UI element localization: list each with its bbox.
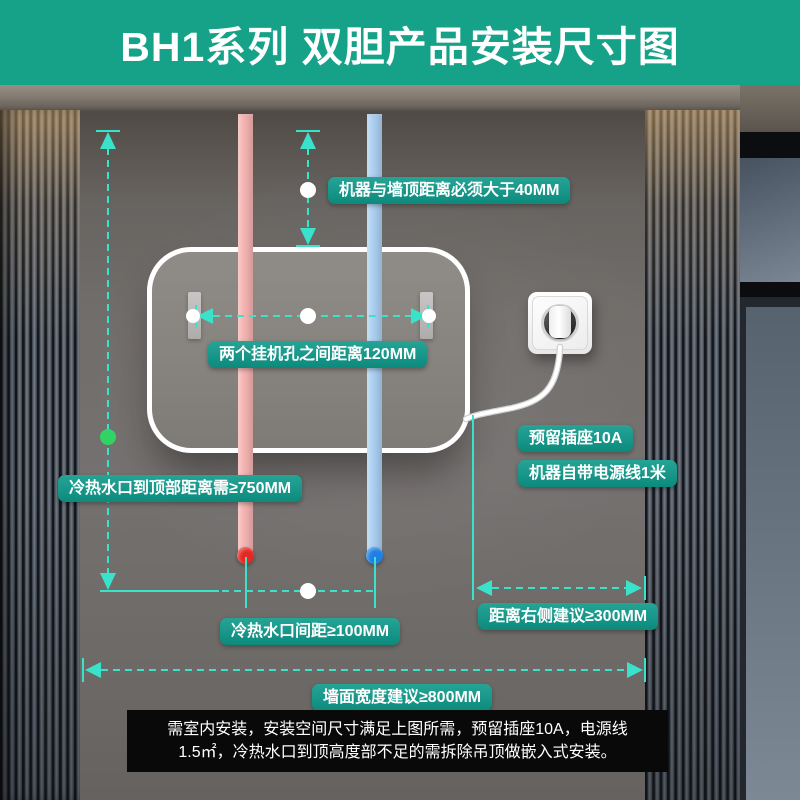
cabinet-shelf [740, 158, 800, 282]
page-title: BH1系列 双胆产品安装尺寸图 [120, 23, 680, 70]
label-power-cord: 机器自带电源线1米 [518, 460, 677, 488]
label-water-spacing: 冷热水口间距≥100MM [220, 618, 401, 646]
left-slat-panel [0, 110, 80, 800]
label-water-to-top: 冷热水口到顶部距离需≥750MM [58, 475, 303, 503]
marker-dots [186, 182, 436, 599]
label-right-clearance: 距离右侧建议≥300MM [478, 603, 659, 631]
cabinet-shelf-band [740, 132, 800, 158]
power-plug [549, 306, 571, 338]
cold-water-outlet-dot [366, 547, 383, 564]
green-marker-dot [100, 429, 116, 445]
label-top-clearance: 机器与墙顶距离必须大于40MM [328, 177, 571, 205]
hot-water-outlet-dot [237, 547, 254, 564]
dimension-lines [82, 130, 646, 682]
header-banner: BH1系列 双胆产品安装尺寸图 [0, 0, 800, 85]
label-hanging-holes: 两个挂机孔之间距离120MM [208, 341, 428, 369]
installation-scene: 机器与墙顶距离必须大于40MM 两个挂机孔之间距离120MM 预留插座10A 机… [0, 85, 800, 800]
power-cable [462, 343, 564, 423]
cabinet-top [740, 85, 800, 132]
right-cabinet [740, 85, 800, 800]
label-socket-reserve: 预留插座10A [518, 425, 634, 453]
note-banner: 需室内安装，安装空间尺寸满足上图所需，预留插座10A，电源线 1.5㎡，冷热水口… [127, 710, 668, 772]
right-slat-panel [645, 110, 740, 800]
arrowhead-icons [85, 132, 643, 678]
note-line-2: 1.5㎡，冷热水口到顶高度部不足的需拆除吊顶做嵌入式安装。 [178, 744, 617, 761]
label-wall-width: 墙面宽度建议≥800MM [312, 684, 493, 712]
cabinet-side-panel [746, 307, 800, 800]
dimension-overlay [82, 130, 646, 682]
cold-water-pipe [367, 114, 382, 556]
cabinet-shelf-band [740, 282, 800, 297]
ceiling [0, 85, 800, 112]
note-line-1: 需室内安装，安装空间尺寸满足上图所需，预留插座10A，电源线 [167, 721, 628, 738]
hot-water-pipe [238, 114, 253, 556]
